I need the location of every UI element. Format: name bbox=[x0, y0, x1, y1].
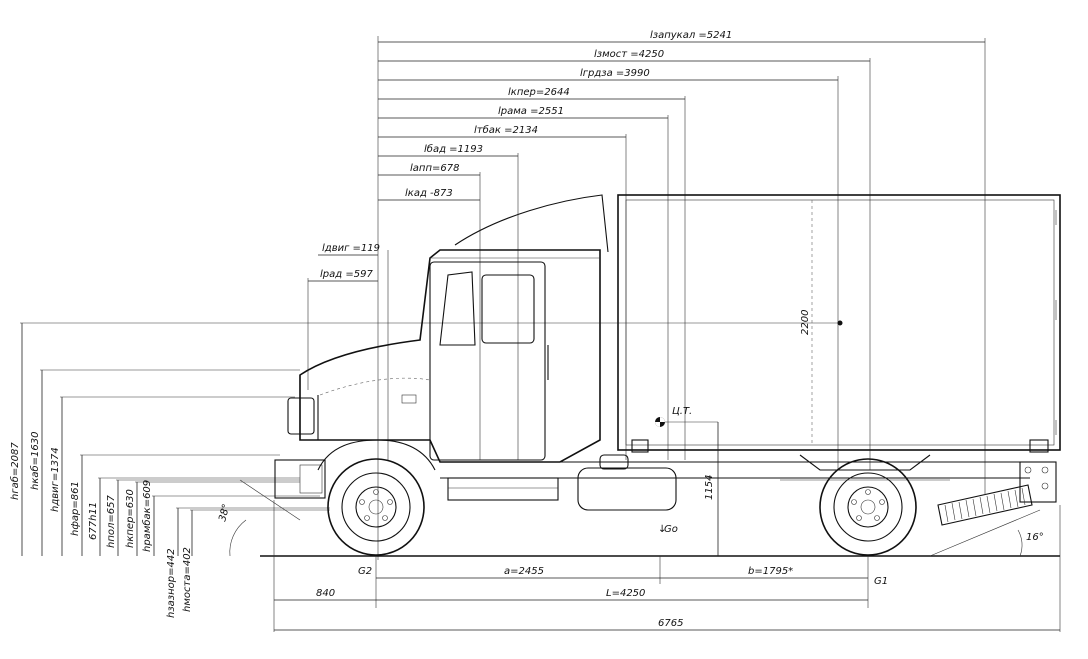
label-l-kad: lкад -873 bbox=[405, 188, 453, 199]
bottom-dimension-lines bbox=[273, 500, 1061, 632]
label-h-zaznor: hзазнор=442 bbox=[166, 548, 177, 618]
label-h-1154: 1154 bbox=[704, 475, 715, 500]
label-g2: G2 bbox=[358, 566, 372, 577]
label-h-kper: hкпер=630 bbox=[125, 489, 136, 548]
label-l-grdza: lгрдза =3990 bbox=[580, 68, 650, 79]
truck-cab bbox=[274, 194, 609, 499]
rear-underrun-guard bbox=[937, 470, 1033, 526]
label-l-am: lапп=678 bbox=[410, 163, 459, 174]
label-h-677: 677h11 bbox=[88, 502, 99, 540]
label-L: L=4250 bbox=[606, 588, 645, 599]
center-of-gravity: Ц.Т. 1154 Go ↓ bbox=[655, 406, 719, 556]
label-l-rama: lрама =2551 bbox=[498, 106, 564, 117]
label-h-fara: hфар=861 bbox=[70, 481, 81, 536]
svg-text:↓: ↓ bbox=[658, 524, 666, 535]
rear-wheel bbox=[819, 458, 917, 556]
label-h-2200: 2200 bbox=[800, 310, 811, 335]
label-h-kab: hкаб=1630 bbox=[29, 431, 41, 490]
label-h-mosta: hмоста=402 bbox=[182, 547, 193, 612]
bottom-dimension-labels: G2 a=2455 b=1795* G1 L=4250 840 6765 bbox=[316, 566, 888, 629]
label-l-zapukal: lзапукал =5241 bbox=[650, 30, 732, 41]
label-h-dvig: hдвиг=1374 bbox=[50, 447, 61, 512]
top-dimension-lines bbox=[307, 36, 986, 560]
top-dimension-labels: lзапукал =5241 lзмост =4250 lгрдза =3990… bbox=[320, 30, 732, 280]
label-g1: G1 bbox=[874, 576, 888, 587]
label-go: Go bbox=[664, 524, 678, 535]
label-a: a=2455 bbox=[504, 566, 544, 577]
label-l-pad: lрад =597 bbox=[320, 269, 373, 280]
label-l-kper: lкпер=2644 bbox=[508, 87, 570, 98]
label-l-zmost: lзмост =4250 bbox=[594, 49, 664, 60]
left-height-labels: hгаб=2087 hкаб=1630 hдвиг=1374 hфар=861 … bbox=[9, 431, 193, 618]
label-l-dviz: lдвиг =119 bbox=[322, 243, 380, 254]
front-wheel bbox=[317, 439, 436, 556]
approach-angles: 38° 16° bbox=[217, 479, 1044, 557]
label-angle-rear: 16° bbox=[1026, 532, 1044, 543]
cargo-box: 2200 bbox=[617, 194, 1061, 453]
label-overhang: 840 bbox=[316, 588, 335, 599]
label-ct: Ц.Т. bbox=[672, 406, 692, 417]
label-l-tbak: lтбак =2134 bbox=[474, 124, 538, 136]
label-h-gab: hгаб=2087 bbox=[9, 442, 21, 500]
label-b: b=1795* bbox=[748, 566, 793, 577]
chassis-frame bbox=[440, 454, 1057, 511]
label-total: 6765 bbox=[658, 618, 683, 629]
label-h-ram: hрамбак=609 bbox=[141, 480, 153, 552]
label-h-pol: hпол=657 bbox=[106, 495, 117, 548]
label-angle-front: 38° bbox=[217, 503, 232, 523]
label-l-bad: lбад =1193 bbox=[424, 143, 483, 155]
left-height-lines bbox=[20, 322, 840, 556]
